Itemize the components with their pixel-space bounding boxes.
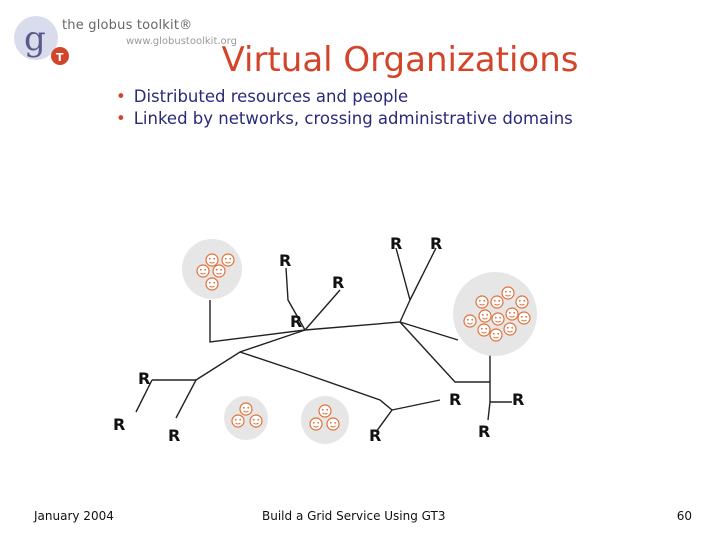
person-icon	[205, 253, 219, 267]
people-group-background	[301, 396, 349, 444]
logo-url: www.globustoolkit.org	[126, 36, 237, 47]
network-links	[135, 247, 512, 433]
person-icon	[326, 417, 340, 431]
network-link	[391, 399, 441, 411]
resource-label: R	[332, 273, 344, 292]
resource-label: R	[478, 422, 490, 441]
person-icon	[491, 312, 505, 326]
network-link	[304, 289, 341, 331]
bullet-dot-icon: •	[116, 109, 126, 128]
people-groups	[182, 239, 537, 444]
person-icon	[501, 286, 515, 300]
people-group-background	[224, 396, 268, 440]
resource-label: R	[390, 234, 402, 253]
person-icon	[515, 295, 529, 309]
globus-toolkit-logo: g T the globus toolkit® www.globustoolki…	[10, 8, 237, 70]
network-link	[304, 247, 411, 331]
person-icon	[503, 322, 517, 336]
resource-label: R	[369, 426, 381, 445]
slide-title: Virtual Organizations	[221, 40, 579, 80]
bullet-text: Linked by networks, crossing administrat…	[133, 109, 573, 128]
bullet-text: Distributed resources and people	[133, 87, 409, 106]
resource-label: R	[290, 312, 302, 331]
network-link	[135, 379, 153, 413]
person-icon	[231, 414, 245, 428]
resource-label: R	[168, 426, 180, 445]
person-icon	[318, 404, 332, 418]
person-icon	[477, 323, 491, 337]
person-icon	[309, 417, 323, 431]
bullet-dot-icon: •	[116, 87, 126, 106]
network-link	[239, 351, 393, 433]
footer-date: January 2004	[34, 509, 114, 523]
people-group	[224, 396, 268, 440]
person-icon	[478, 309, 492, 323]
network-link	[209, 300, 306, 343]
person-icon	[517, 311, 531, 325]
person-icon	[490, 295, 504, 309]
resource-label: R	[113, 415, 125, 434]
people-group	[301, 396, 349, 444]
network-link	[409, 247, 437, 301]
person-icon	[221, 253, 235, 267]
resource-label: R	[279, 251, 291, 270]
resource-label: R	[138, 369, 150, 388]
person-icon	[489, 328, 503, 342]
logo-text: the globus toolkit®	[62, 18, 193, 33]
svg-text:g: g	[24, 19, 46, 59]
person-icon	[212, 264, 226, 278]
globus-g-icon: g T	[14, 16, 69, 65]
network-link	[285, 267, 306, 331]
resource-label: R	[449, 390, 461, 409]
bullet-item: • Linked by networks, crossing administra…	[116, 108, 573, 130]
resource-label: R	[430, 234, 442, 253]
person-icon	[505, 307, 519, 321]
person-icon	[475, 295, 489, 309]
person-icon	[205, 277, 219, 291]
footer-course: Build a Grid Service Using GT3	[262, 509, 446, 523]
svg-text:T: T	[56, 51, 64, 64]
person-icon	[463, 314, 477, 328]
network-link	[399, 321, 459, 341]
resource-label: R	[512, 390, 524, 409]
bullet-item: • Distributed resources and people	[116, 86, 573, 108]
people-group	[182, 239, 242, 299]
resources: R R R R R R R R R R R R	[113, 234, 524, 445]
people-group	[453, 272, 537, 356]
bullet-list: • Distributed resources and people • Linke…	[116, 86, 573, 130]
page-number: 60	[676, 509, 692, 523]
network-link	[152, 329, 306, 381]
person-icon	[249, 414, 263, 428]
person-icon	[196, 264, 210, 278]
person-icon	[239, 402, 253, 416]
network-link	[175, 379, 197, 419]
